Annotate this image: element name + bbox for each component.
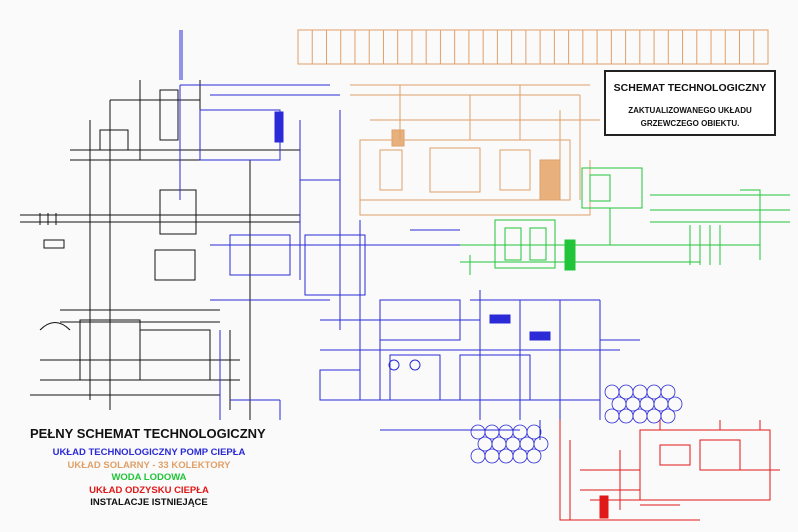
coil-loop	[512, 448, 528, 464]
solar-collector-array	[297, 29, 769, 65]
coil-loop	[526, 424, 542, 440]
coil-loop	[505, 436, 521, 452]
coil-loop	[625, 396, 641, 412]
coil-loop	[484, 448, 500, 464]
heat-recovery-circuit	[559, 420, 780, 521]
coil-loop	[618, 408, 634, 424]
coil-loop	[498, 448, 514, 464]
coil-loop	[512, 424, 528, 440]
coil-loop	[667, 396, 683, 412]
coil-loop	[646, 384, 662, 400]
coil-loop	[604, 408, 620, 424]
legend: PEŁNY SCHEMAT TECHNOLOGICZNY UKŁAD TECHN…	[24, 426, 274, 510]
coil-loop	[618, 384, 634, 400]
legend-item-heat-pump: UKŁAD TECHNOLOGICZNY POMP CIEPŁA	[52, 447, 246, 458]
coil-loop	[632, 408, 648, 424]
coil-loop	[484, 424, 500, 440]
legend-item-solar: UKŁAD SOLARNY - 33 KOLEKTORY	[67, 459, 231, 471]
coil-loop	[470, 448, 486, 464]
coil-groups	[470, 384, 683, 464]
existing-installation	[20, 80, 300, 420]
coil-loop	[611, 396, 627, 412]
coil-loop	[491, 436, 507, 452]
heat-pump-circuit	[179, 30, 640, 440]
chilled-water-circuit	[460, 167, 790, 275]
legend-item-chilled-water: WODA LODOWA	[111, 472, 187, 483]
title-line-3: GRZEWCZEGO OBIEKTU.	[640, 119, 740, 128]
coil-loop	[660, 384, 676, 400]
coil-loop	[653, 396, 669, 412]
solar-circuit	[350, 84, 600, 216]
title-line-2: ZAKTUALIZOWANEGO UKŁADU	[628, 106, 752, 115]
legend-item-heat-recovery: UKŁAD ODZYSKU CIEPŁA	[89, 484, 209, 496]
coil-loop	[477, 436, 493, 452]
coil-loop	[646, 408, 662, 424]
coil-loop	[632, 384, 648, 400]
coil-loop	[639, 396, 655, 412]
coil-loop	[526, 448, 542, 464]
coil-loop	[533, 436, 549, 452]
coil-loop	[604, 384, 620, 400]
title-line-1: SCHEMAT TECHNOLOGICZNY	[613, 82, 767, 94]
coil-loop	[519, 436, 535, 452]
legend-item-existing: INSTALACJE ISTNIEJĄCE	[90, 497, 208, 508]
schematic-title-box: SCHEMAT TECHNOLOGICZNY ZAKTUALIZOWANEGO …	[604, 70, 776, 136]
legend-title: PEŁNY SCHEMAT TECHNOLOGICZNY	[30, 426, 266, 441]
coil-loop	[498, 424, 514, 440]
coil-loop	[470, 424, 486, 440]
coil-loop	[660, 408, 676, 424]
